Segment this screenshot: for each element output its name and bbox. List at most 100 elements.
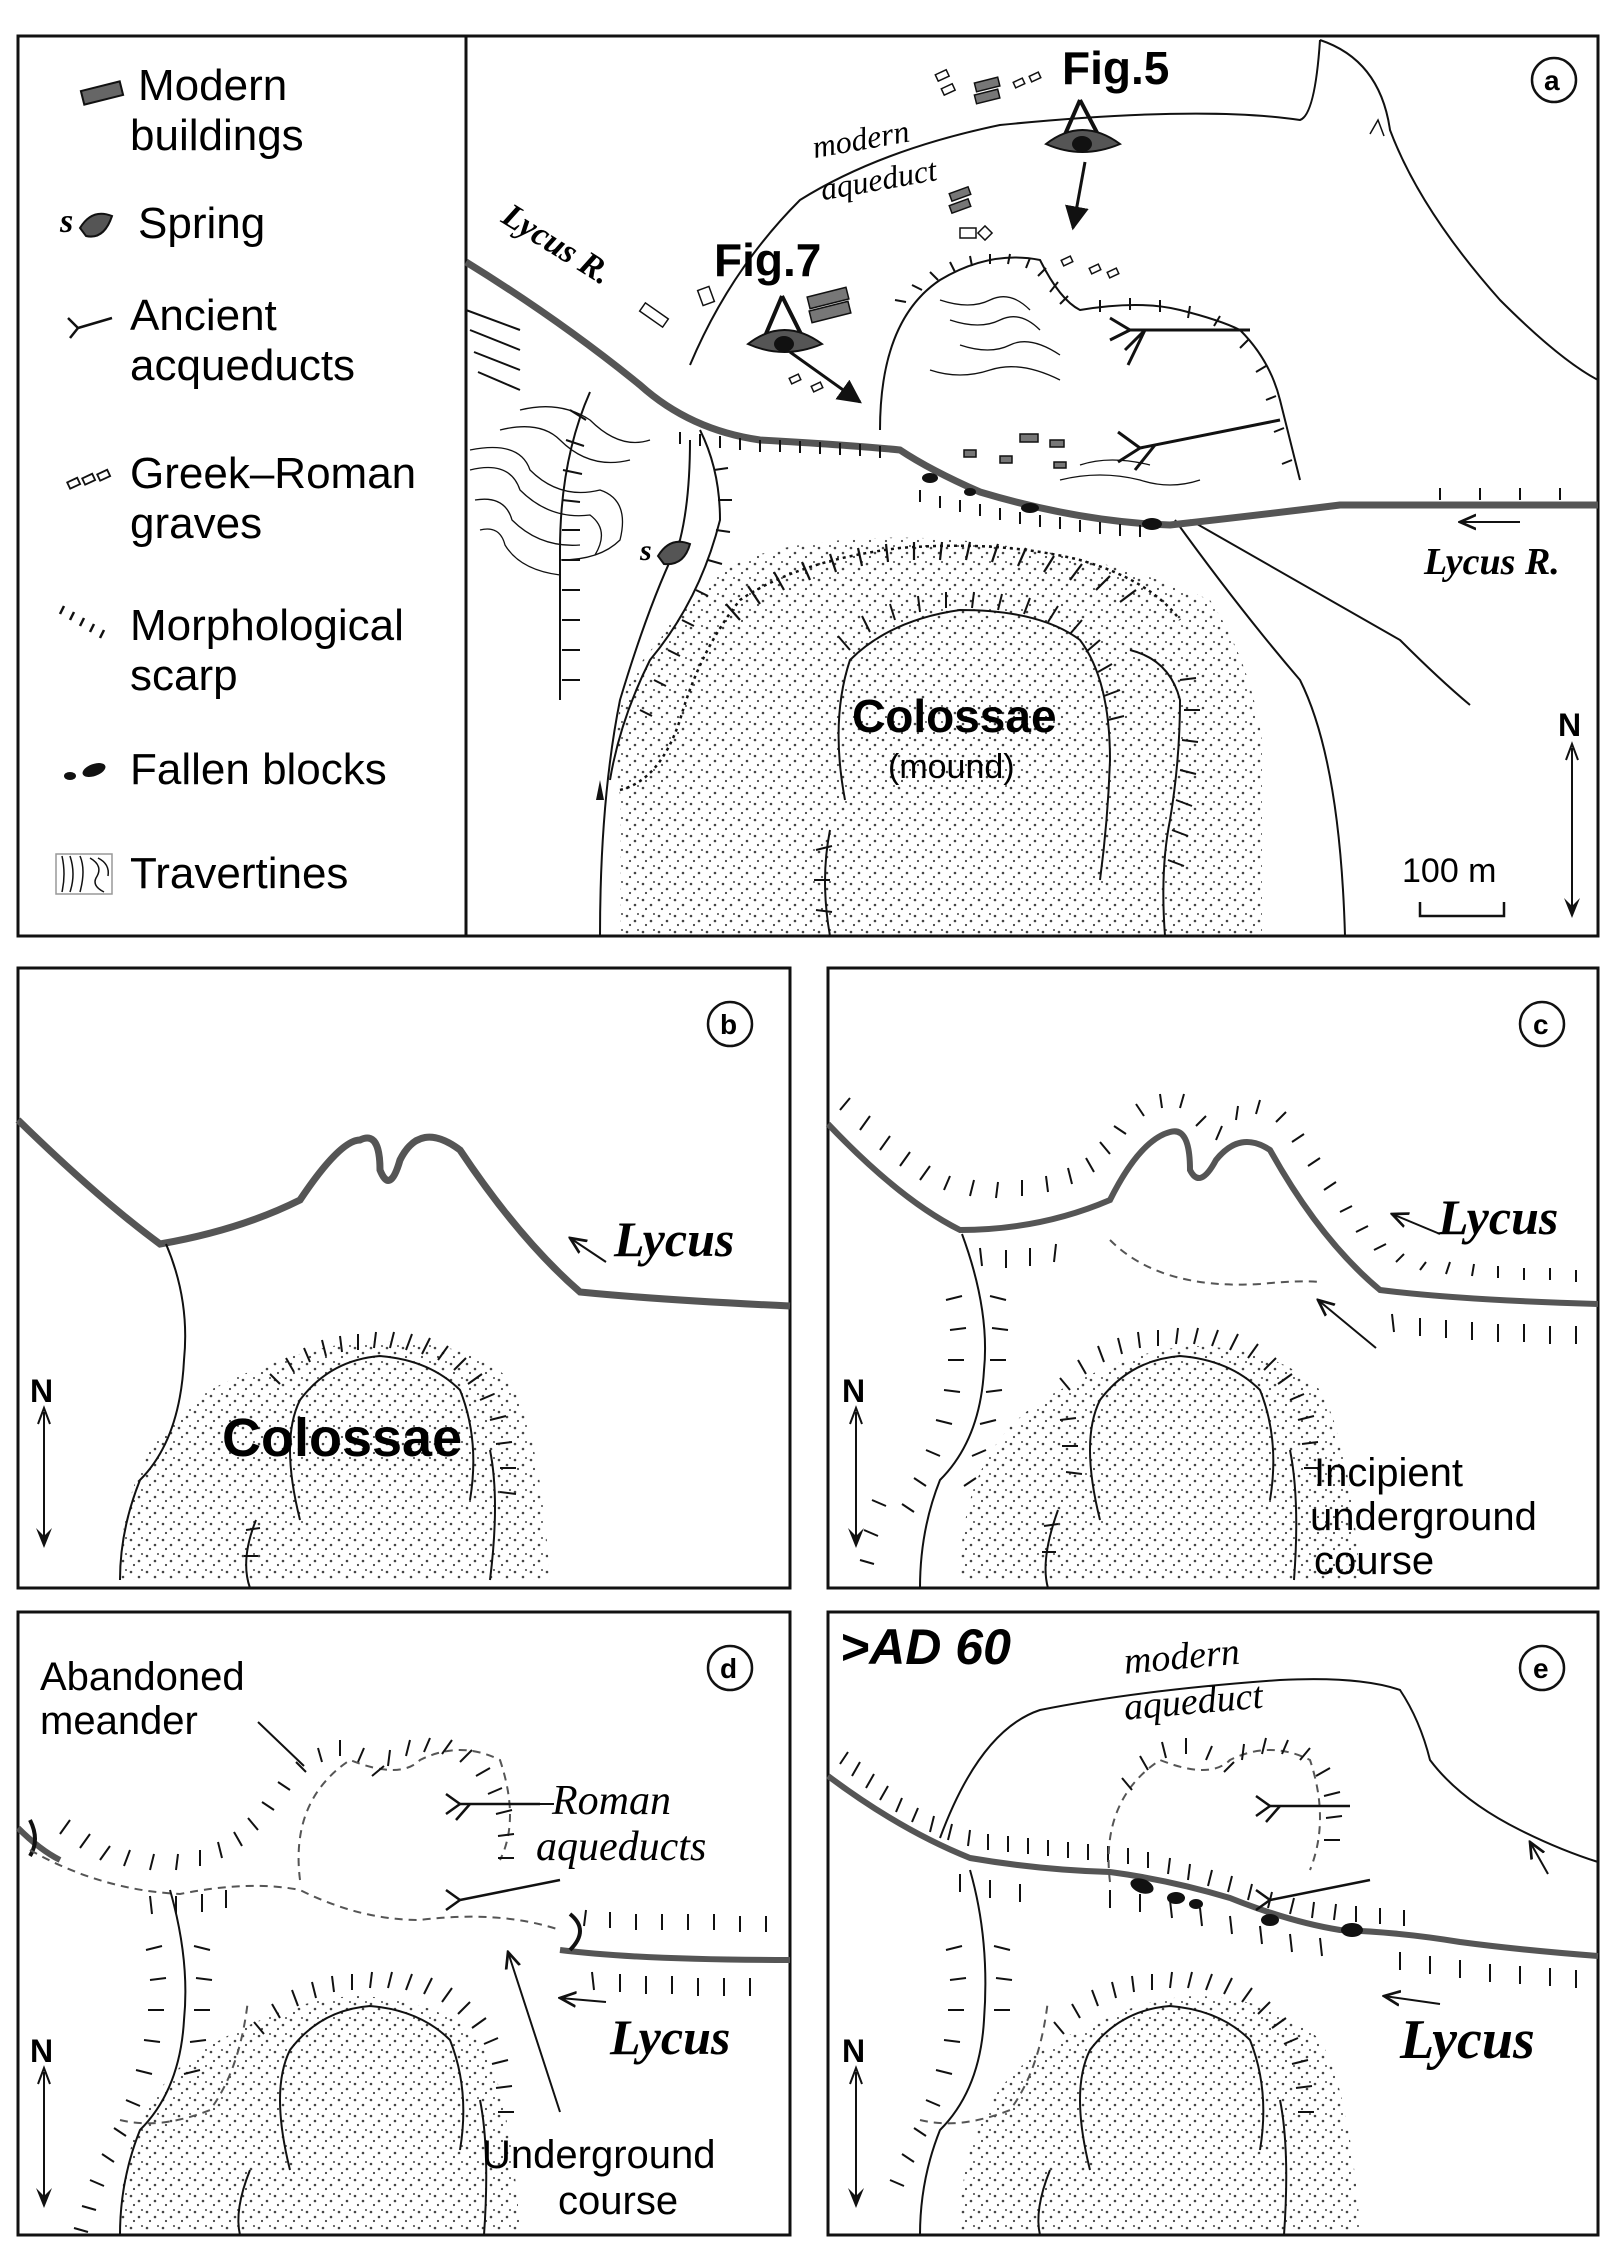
panel-a-east-ticks [1167, 677, 1200, 867]
legend-label-travertines: Travertines [130, 849, 348, 898]
travertines-icon [55, 853, 113, 895]
panel-c-flow-arrow [1392, 1214, 1441, 1235]
panel-c-letter-circle [1518, 1000, 1566, 1048]
panel-d-stream-ticks [73, 1945, 213, 2233]
panel-c-mound-outline [1089, 1354, 1275, 1521]
panel-c-north-arrow [848, 1405, 864, 1548]
panel-e-aqueduct-arrow [1530, 1842, 1549, 1875]
panel-a: s [464, 34, 1600, 938]
panel-e-flow-arrow [1384, 1996, 1441, 2004]
panel-e-aqueducts [1255, 1794, 1371, 1912]
morphological-scarp-icon [58, 605, 106, 639]
panel-a-lycus-river [464, 259, 1598, 529]
panel-a-west-scarp-ticks [561, 409, 587, 681]
panel-e-modern-aqueduct-1: modern [1122, 1631, 1241, 1683]
panel-e-date-label: >AD 60 [840, 1619, 1011, 1675]
fallen-blocks-icon [64, 763, 106, 780]
panel-a-inner-mound [837, 608, 1112, 881]
panel-a-west-ticks [465, 309, 521, 391]
panel-c-stream-ticks [859, 1295, 1009, 1565]
panel-a-lycus-east: Lycus R. [1423, 541, 1560, 583]
panel-d-river-east [559, 1947, 791, 1963]
panel-e-stream [919, 1869, 987, 2236]
panel-e-lycus-river [826, 1773, 1599, 1959]
panel-b-lycus-river [15, 1117, 791, 1310]
panel-e-meander-ticks [1121, 1737, 1343, 1841]
panel-a-spring-icon [656, 540, 692, 566]
panel-e-modern-aqueduct-2: aqueduct [1122, 1675, 1266, 1729]
panel-d-abandoned-pointer [257, 1721, 305, 1767]
panel-d-roman-1: Roman [551, 1778, 671, 1824]
panel-c: Lycus Incipient underground course N c [825, 966, 1600, 1590]
legend-label-graves-2: graves [130, 499, 262, 548]
panel-a-scale-bar [1418, 902, 1506, 918]
panel-d-stipple [120, 1996, 520, 2230]
panel-e-stream-ticks [889, 1945, 1013, 2187]
panel-a-outer-scarp [619, 544, 1181, 792]
legend-label-fallen-blocks: Fallen blocks [130, 745, 387, 794]
panel-c-letter: c [1533, 1009, 1549, 1040]
panel-c-lycus-river [825, 1121, 1599, 1307]
panel-e-frame [826, 1610, 1600, 2237]
panel-c-incipient-2: underground [1310, 1495, 1537, 1539]
panel-d-underground-pointer [508, 1952, 561, 2113]
panel-b-lycus-label: Lycus [613, 1211, 734, 1267]
panel-a-fig5-label: Fig.5 [1062, 42, 1169, 94]
panel-a-mound-west [824, 829, 831, 937]
panel-a-letter: a [1544, 65, 1560, 96]
panel-a-modern-buildings [806, 76, 1067, 469]
panel-a-aqueduct-arrow [1369, 118, 1385, 137]
panel-a-lycus-west: Lycus R. [495, 196, 619, 292]
panel-b-mound-outline [289, 1354, 475, 1521]
panel-d-south-ticks [149, 1890, 751, 1996]
panel-d-mound-outline [279, 2004, 465, 2171]
panel-a-aqueduct-lines [1109, 316, 1281, 471]
legend-label-aqueducts-1: Ancient [130, 291, 277, 340]
panel-b-stream [119, 1243, 187, 1581]
legend-label-modern-buildings-2: buildings [130, 111, 304, 160]
panel-c-stipple [960, 1346, 1360, 1580]
panel-e-letter-circle [1518, 1644, 1566, 1692]
spring-icon: s [59, 203, 114, 240]
panel-a-graves [638, 68, 1120, 393]
panel-a-mound-east [1129, 649, 1182, 937]
panel-a-river-scarp-2 [919, 490, 1141, 537]
panel-d-north-arrow [36, 2065, 52, 2208]
legend-label-graves-1: Greek–Roman [130, 449, 416, 498]
panel-e-mound-outline [1079, 2004, 1265, 2171]
panel-a-west-mound-ticks [814, 845, 833, 913]
panel-a-fig7-label: Fig.7 [714, 234, 821, 286]
panel-e-modern-aqueduct [939, 1678, 1599, 1863]
panel-c-north-label: N [842, 1373, 865, 1409]
panel-e-north-arrow [848, 2065, 864, 2208]
panel-e-mound-west [1037, 2169, 1051, 2236]
panel-d-underground-course [29, 1849, 561, 1931]
panel-e-stipple [960, 1996, 1360, 2230]
panel-b-mound-east [489, 1449, 496, 1581]
panel-c-underground-course [1109, 1239, 1321, 1286]
legend-label-spring: Spring [138, 199, 265, 248]
panel-c-mound-west [1044, 1509, 1059, 1589]
fig5-viewpoint-icon [1044, 99, 1123, 231]
panel-a-letter-circle [1530, 56, 1578, 104]
panel-d-west-bracket [28, 1819, 37, 1858]
panel-d-old-course [119, 1999, 249, 2125]
panel-b-north-label: N [30, 1373, 53, 1409]
panel-b-flow-arrow [570, 1238, 607, 1263]
panel-d-lycus-label: Lycus [609, 2009, 730, 2065]
panel-c-pointer-line [1318, 1300, 1377, 1349]
panel-a-travertines [469, 296, 1201, 576]
panel-d-north-label: N [30, 2033, 53, 2069]
panel-d-river-west [15, 1825, 62, 1863]
legend-label-scarp-2: scarp [130, 651, 238, 700]
panel-b-west-ticks [244, 1527, 261, 1557]
panel-b-letter: b [720, 1009, 737, 1040]
panel-b-north-arrow [36, 1405, 52, 1548]
panel-c-south-ticks [979, 1243, 1577, 1344]
panel-e-north-label: N [842, 2033, 865, 2069]
panel-d-east-bracket [568, 1912, 582, 1952]
panel-a-spur-ticks [894, 253, 1293, 465]
panel-b-stipple [120, 1341, 550, 1580]
panel-d-mound-west [237, 2169, 251, 2236]
panel-b-colossae-label: Colossae [222, 1408, 462, 1468]
